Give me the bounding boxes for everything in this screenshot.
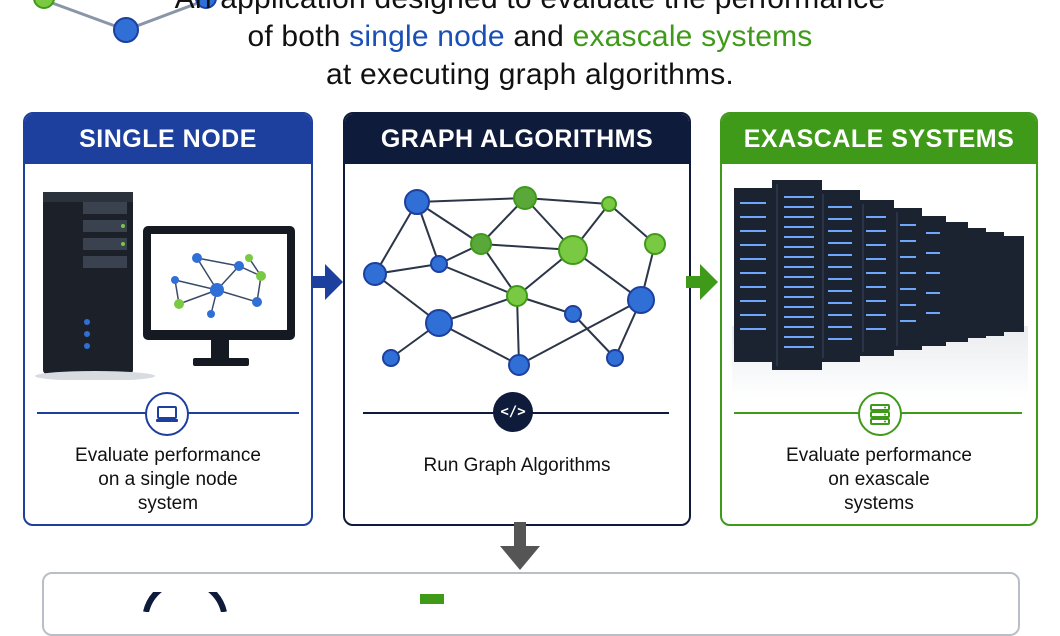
exascale-caption: Evaluate performance on exascale systems bbox=[786, 445, 972, 514]
exascale-systems-panel: EXASCALE SYSTEMS bbox=[720, 112, 1038, 526]
graph-network-illustration bbox=[363, 186, 666, 376]
results-panel bbox=[42, 572, 1020, 636]
arrow-right-icon bbox=[686, 264, 718, 300]
graph-algorithms-panel: GRAPH ALGORITHMS bbox=[343, 112, 691, 526]
headline-line-1: An application designed to evaluate the … bbox=[0, 0, 1060, 16]
laptop-icon bbox=[145, 392, 189, 436]
graph-algorithms-caption: Run Graph Algorithms bbox=[423, 455, 611, 476]
single-node-caption: Evaluate performance on a single node sy… bbox=[75, 445, 261, 514]
header-graph-icon bbox=[33, 0, 217, 43]
exascale-systems-title: EXASCALE SYSTEMS bbox=[722, 114, 1036, 164]
dashboard-gauge-icon bbox=[143, 592, 227, 612]
desktop-computer-illustration bbox=[35, 192, 295, 380]
single-node-title: SINGLE NODE bbox=[25, 114, 311, 164]
graph-algorithms-title: GRAPH ALGORITHMS bbox=[345, 114, 689, 164]
headline-line-3: at executing graph algorithms. bbox=[326, 58, 734, 91]
single-node-panel: SINGLE NODE bbox=[23, 112, 313, 526]
chart-icon bbox=[420, 594, 444, 604]
headline-line-2: of both single node and exascale systems bbox=[247, 20, 813, 53]
exascale-highlight: exascale systems bbox=[572, 20, 813, 53]
code-icon: </> bbox=[493, 392, 533, 432]
arrow-down-icon bbox=[500, 522, 540, 570]
server-icon bbox=[858, 392, 902, 436]
arrow-right-icon bbox=[311, 264, 343, 300]
single-node-highlight: single node bbox=[349, 20, 505, 53]
server-racks-illustration bbox=[732, 180, 1028, 398]
